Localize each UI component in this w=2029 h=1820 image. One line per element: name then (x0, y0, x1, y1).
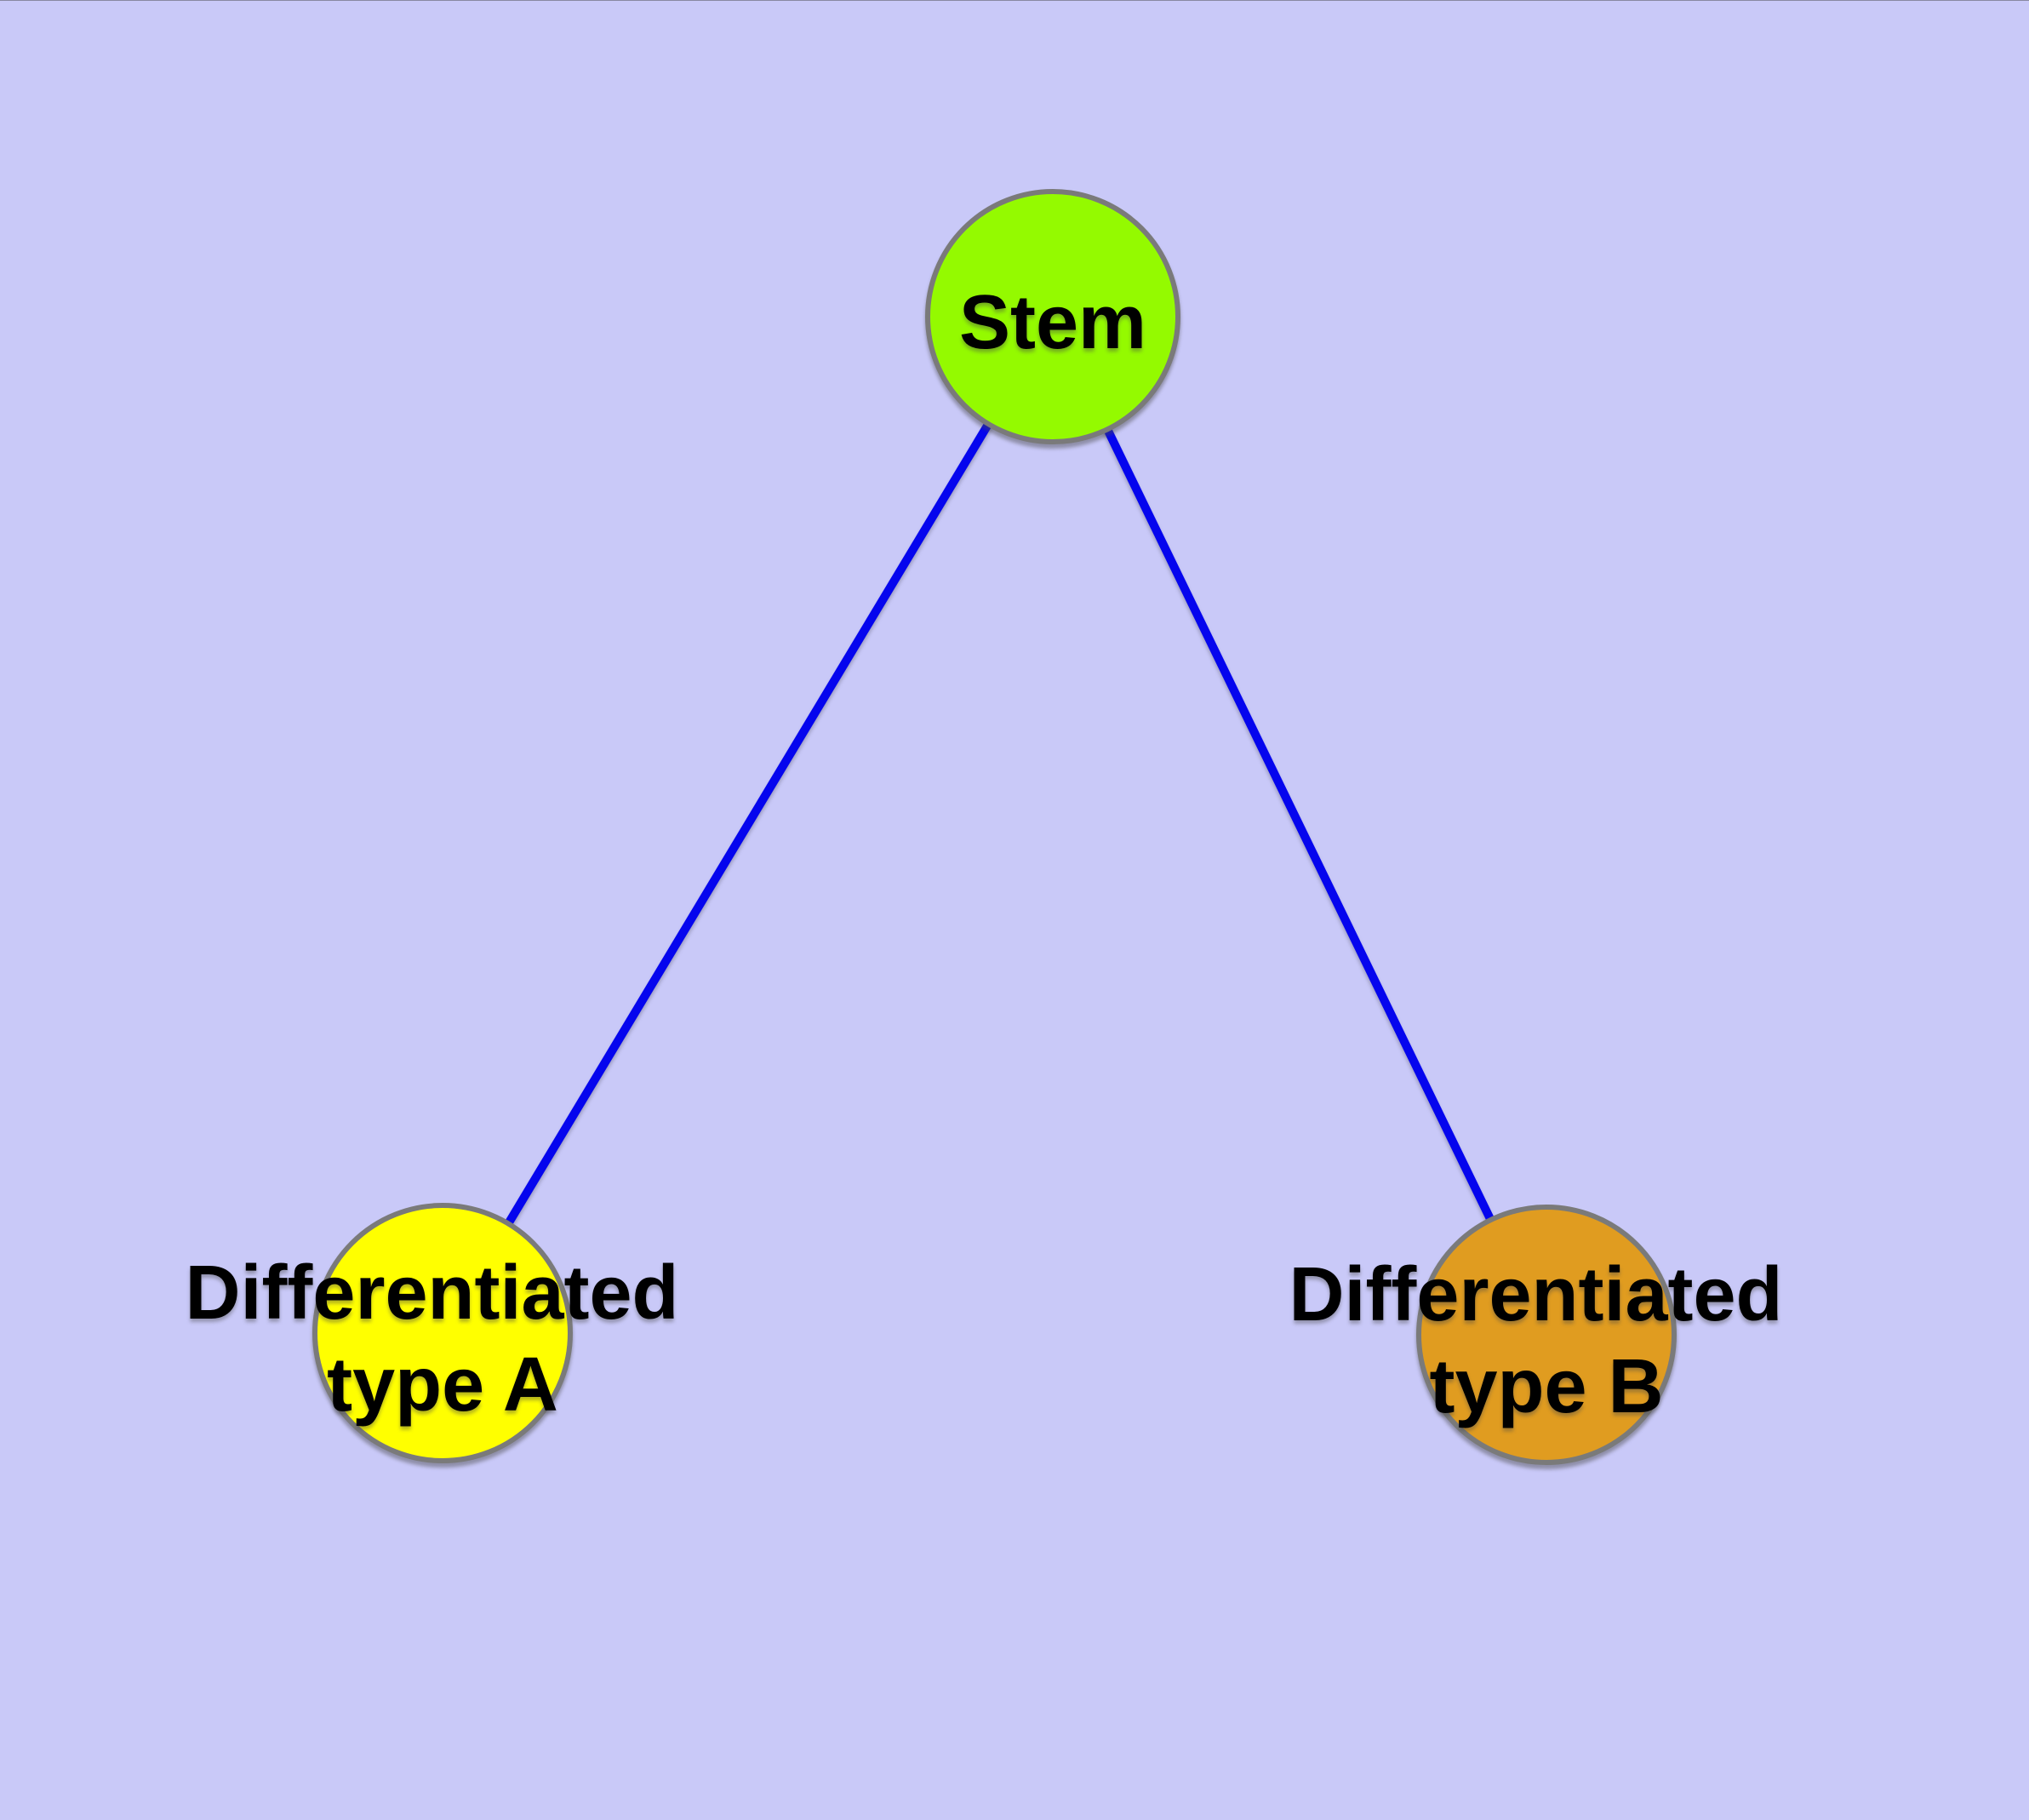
type-a-label-line1: Differentiated (185, 1251, 678, 1336)
type-b-node-label: Differentiated type B (1289, 1252, 1803, 1429)
edge-stem-to-type-a (438, 314, 1057, 1336)
type-b-label-line2: type B (1429, 1344, 1663, 1429)
type-a-node[interactable] (312, 1203, 573, 1463)
type-a-label-line2: type A (327, 1342, 558, 1428)
stem-node[interactable] (925, 189, 1180, 444)
type-b-label-line1: Differentiated (1289, 1252, 1782, 1337)
stem-node-label: Stem (959, 280, 1146, 365)
edge-stem-to-type-b (1049, 314, 1551, 1337)
type-b-node[interactable] (1416, 1205, 1677, 1465)
type-a-node-label: Differentiated type A (185, 1251, 700, 1428)
